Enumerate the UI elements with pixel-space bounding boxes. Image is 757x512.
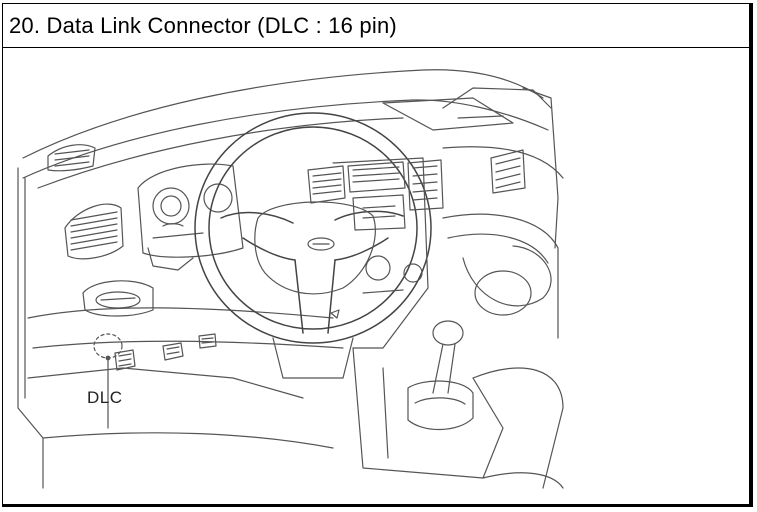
dashboard-illustration	[3, 48, 748, 503]
headlamp-switch-shape	[82, 280, 154, 317]
dlc-location-circle	[93, 333, 123, 359]
mirror-housing	[382, 97, 514, 131]
right-glovebox	[442, 213, 559, 339]
passenger-floor	[482, 472, 564, 489]
figure-title: 20. Data Link Connector (DLC : 16 pin)	[9, 12, 397, 38]
dlc-leader-dot	[105, 355, 111, 361]
center-console	[352, 347, 504, 479]
figure-frame: 20. Data Link Connector (DLC : 16 pin)	[2, 3, 750, 505]
dash-left-body	[17, 167, 44, 489]
left-upper-vent-shape	[47, 144, 96, 172]
floor-line	[42, 432, 334, 449]
passenger-seat	[472, 367, 564, 489]
console-inner	[382, 367, 389, 459]
figure-header: 20. Data Link Connector (DLC : 16 pin)	[3, 4, 749, 48]
left-main-vent-shape	[64, 203, 124, 260]
frame-shadow-bottom	[2, 505, 753, 507]
right-dash-edge	[442, 146, 564, 179]
right-glovebox-2	[447, 233, 549, 264]
fuse-panel-connectors	[114, 333, 217, 371]
windshield-line	[22, 69, 544, 159]
right-door-curve	[462, 245, 552, 307]
lower-dash-line-2	[32, 340, 344, 349]
steering-column	[272, 337, 354, 379]
mirror-detail	[457, 115, 504, 119]
right-vent-shape	[490, 149, 526, 194]
gear-shifter-shape	[407, 320, 474, 431]
frame-shadow-right	[750, 3, 753, 507]
airbag-hub-shape	[254, 201, 376, 319]
dash-top-line	[22, 99, 549, 179]
center-stack-shape	[307, 157, 444, 349]
dash-top-inner	[37, 117, 404, 189]
kick-panel	[27, 367, 304, 399]
lower-dash-line	[27, 307, 334, 319]
right-speaker	[474, 270, 532, 316]
instrument-cluster-shape	[137, 163, 244, 271]
right-window-frame	[442, 87, 552, 109]
a-pillar-right	[522, 87, 559, 249]
dlc-callout-label: DLC	[87, 388, 123, 407]
dashboard-line-drawing	[17, 69, 564, 489]
